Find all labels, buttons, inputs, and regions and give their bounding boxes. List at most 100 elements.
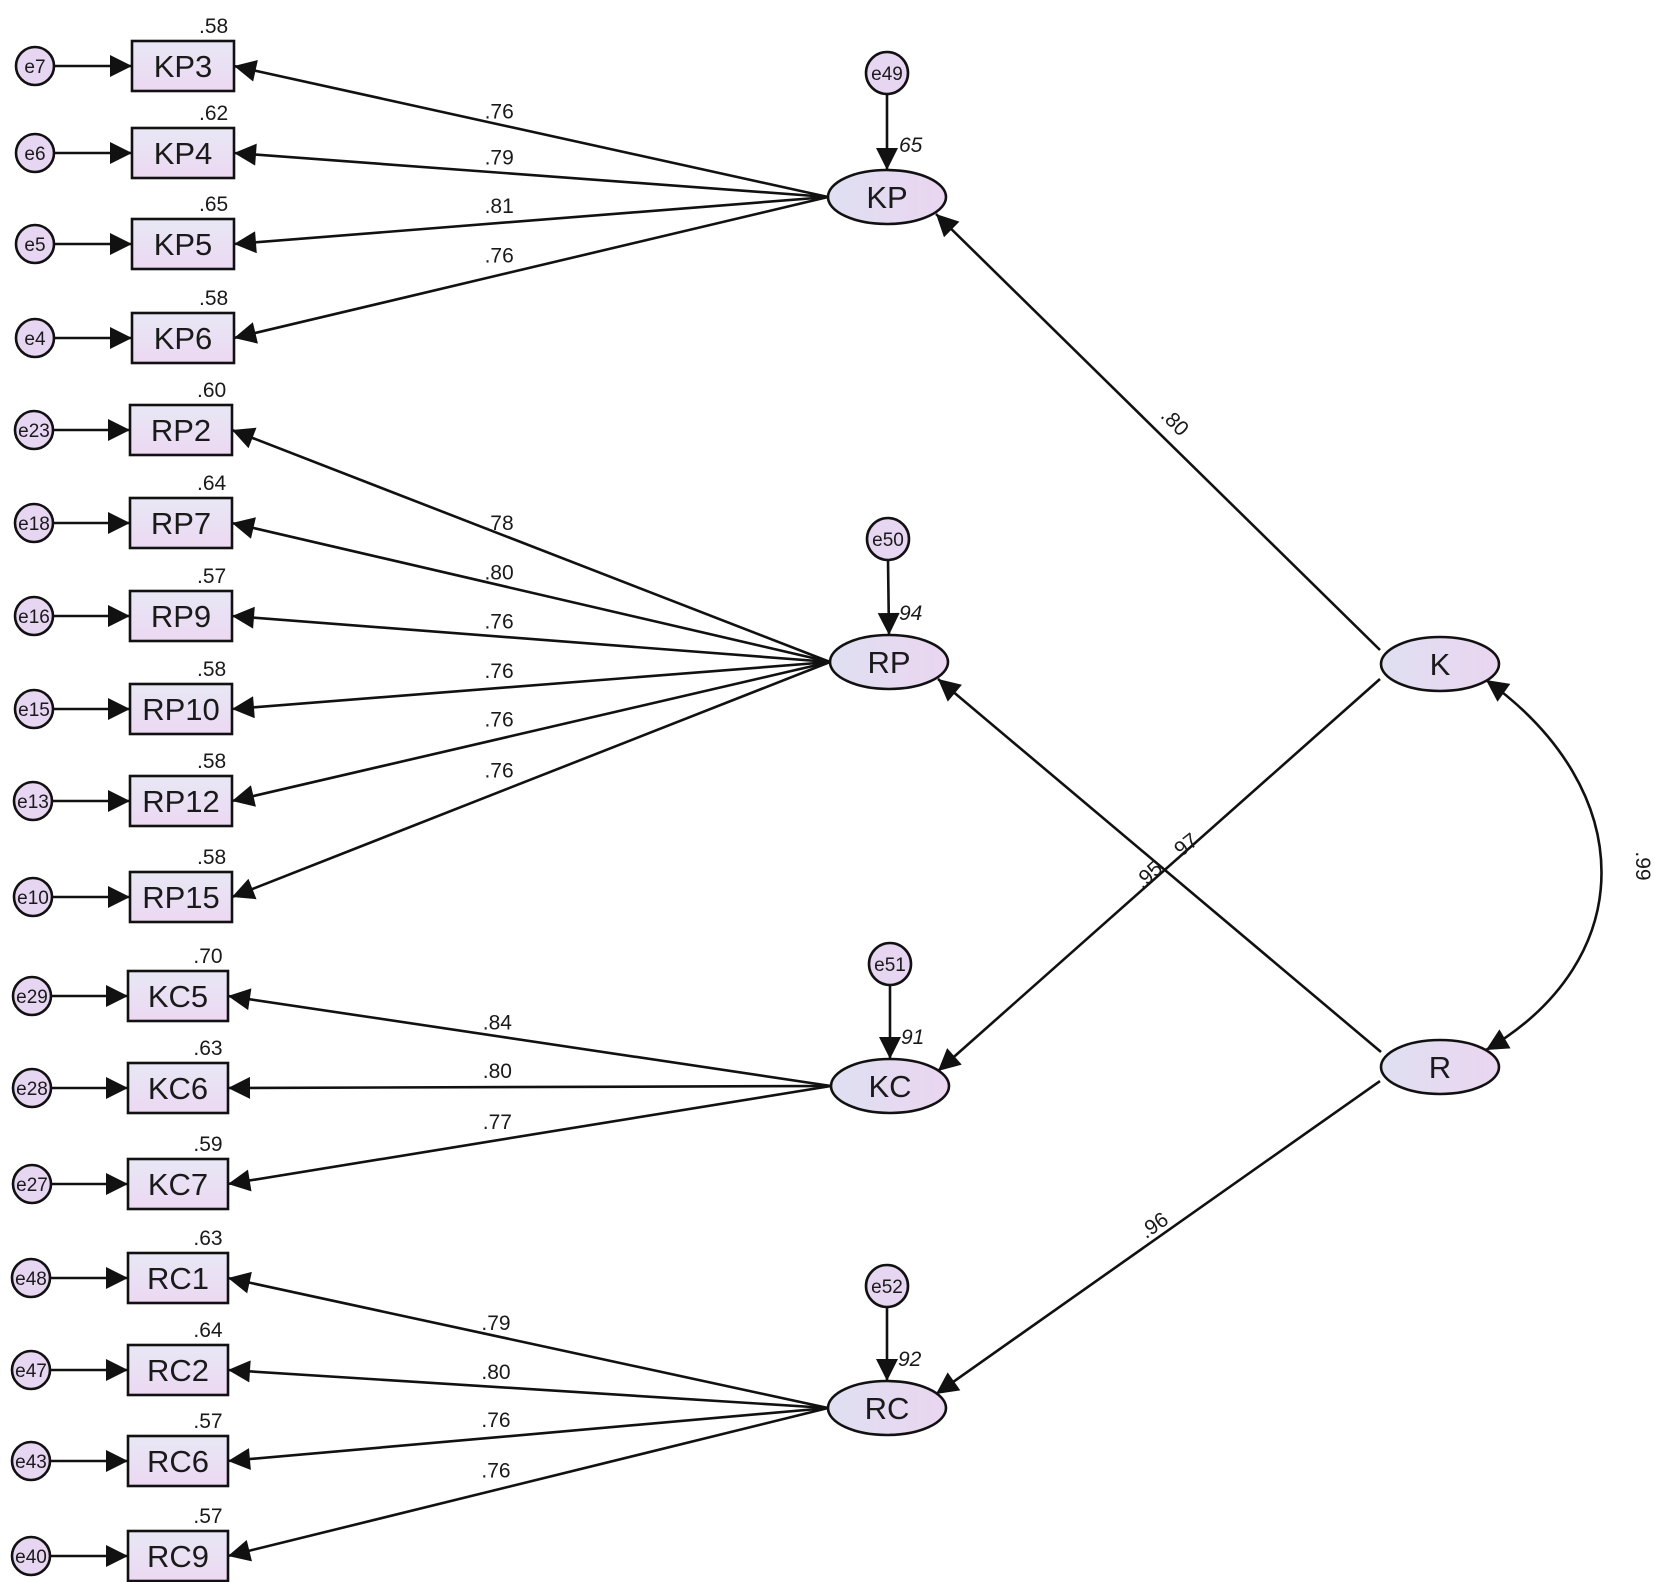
error-term [13, 595, 55, 637]
loading-path [231, 660, 831, 719]
disturbance-term [864, 1263, 910, 1309]
factor-r-squared-label: 92 [898, 1348, 922, 1371]
error-label: e43 [15, 1452, 47, 1473]
indicator-label: KP3 [154, 49, 213, 84]
loading-path [227, 1076, 832, 1099]
loading-path [231, 660, 831, 900]
error-term [11, 1163, 53, 1205]
latent-factor-label: KC [868, 1069, 911, 1104]
error-label: e23 [18, 421, 50, 442]
error-term [13, 409, 55, 451]
disturbance-term [867, 941, 913, 987]
error-label: e6 [24, 144, 45, 165]
loading-path [231, 660, 831, 807]
error-term [11, 975, 53, 1017]
indicator-box [126, 969, 230, 1023]
higher-order-path [935, 213, 1381, 651]
higher-order-path [937, 678, 1382, 1053]
error-label: e28 [16, 1079, 48, 1100]
r-squared-label: .58 [197, 658, 226, 681]
r-squared-label: .58 [199, 15, 228, 38]
loading-path [227, 1360, 829, 1410]
r-squared-label: .65 [199, 193, 228, 216]
indicator-box [126, 1434, 230, 1488]
indicator-label: KC7 [148, 1167, 208, 1202]
indicator-box [126, 1529, 230, 1582]
error-label: e16 [18, 607, 50, 628]
loading-label: .80 [484, 561, 513, 584]
error-label: e15 [18, 700, 50, 721]
error-label: e47 [15, 1361, 47, 1382]
indicator-box [126, 1343, 230, 1397]
loading-label: .76 [484, 760, 513, 783]
error-label: e10 [17, 888, 49, 909]
indicator-label: RP2 [151, 413, 211, 448]
error-term [12, 780, 54, 822]
error-term [13, 502, 55, 544]
r-squared-label: .60 [197, 379, 226, 402]
r-squared-label: .58 [197, 846, 226, 869]
indicator-box [128, 589, 234, 643]
error-label: e7 [24, 57, 45, 78]
indicator-label: RP15 [142, 880, 220, 915]
indicator-box [130, 217, 236, 271]
loading-label: .76 [481, 1459, 510, 1482]
indicator-box [126, 1157, 230, 1211]
disturbance-arrow [877, 559, 900, 636]
error-term [14, 45, 56, 87]
indicator-label: RC2 [147, 1353, 209, 1388]
loading-path [227, 1271, 829, 1410]
disturbance-label: e50 [872, 530, 904, 551]
higher-order-loading-label: .96 [1136, 1208, 1173, 1244]
loading-path [233, 195, 829, 254]
loading-label: .84 [483, 1011, 513, 1034]
error-term [10, 1349, 52, 1391]
indicator-box [130, 126, 236, 180]
loading-path [233, 143, 829, 199]
r-squared-label: .70 [193, 945, 222, 968]
error-term [12, 876, 54, 918]
indicator-box [130, 311, 236, 365]
indicator-label: KC6 [148, 1071, 208, 1106]
indicator-box [126, 1251, 230, 1305]
r-squared-label: .58 [197, 750, 226, 773]
disturbance-label: e52 [871, 1277, 903, 1298]
latent-factor [828, 633, 950, 691]
loading-path [231, 606, 831, 664]
loading-label: .77 [483, 1111, 512, 1134]
latent-factor [826, 168, 948, 226]
loading-path [231, 427, 831, 664]
path-layer [50, 55, 1603, 1567]
indicator-label: RP12 [142, 784, 220, 819]
correlation-label: .99 [1631, 851, 1654, 880]
r-squared-label: .63 [193, 1227, 222, 1250]
latent-factor [829, 1057, 951, 1115]
factor-r-squared-label: 94 [899, 602, 922, 625]
loading-path [233, 195, 829, 344]
higher-order-loading-label: .95 [1130, 857, 1167, 894]
indicator-box [130, 39, 236, 93]
indicator-label: KP5 [154, 227, 213, 262]
indicator-label: RP10 [142, 692, 220, 727]
loading-path [227, 988, 832, 1088]
indicator-box [128, 403, 234, 457]
error-term [10, 1535, 52, 1577]
indicator-box [126, 1061, 230, 1115]
loading-label: .81 [485, 195, 514, 218]
error-label: e29 [16, 987, 48, 1008]
indicator-label: RP7 [151, 506, 211, 541]
second-order-factor-label: K [1430, 647, 1451, 682]
error-term [14, 317, 56, 359]
error-term [10, 1440, 52, 1482]
indicator-label: RC1 [147, 1261, 209, 1296]
error-label: e13 [17, 792, 49, 813]
error-label: e40 [15, 1547, 47, 1568]
latent-factor-label: RC [865, 1391, 910, 1426]
indicator-box [128, 496, 234, 550]
r-squared-label: .62 [199, 102, 228, 125]
disturbance-term [865, 516, 911, 562]
disturbance-label: e49 [871, 64, 903, 85]
second-order-factor [1379, 1038, 1501, 1096]
indicator-label: RP9 [151, 599, 211, 634]
